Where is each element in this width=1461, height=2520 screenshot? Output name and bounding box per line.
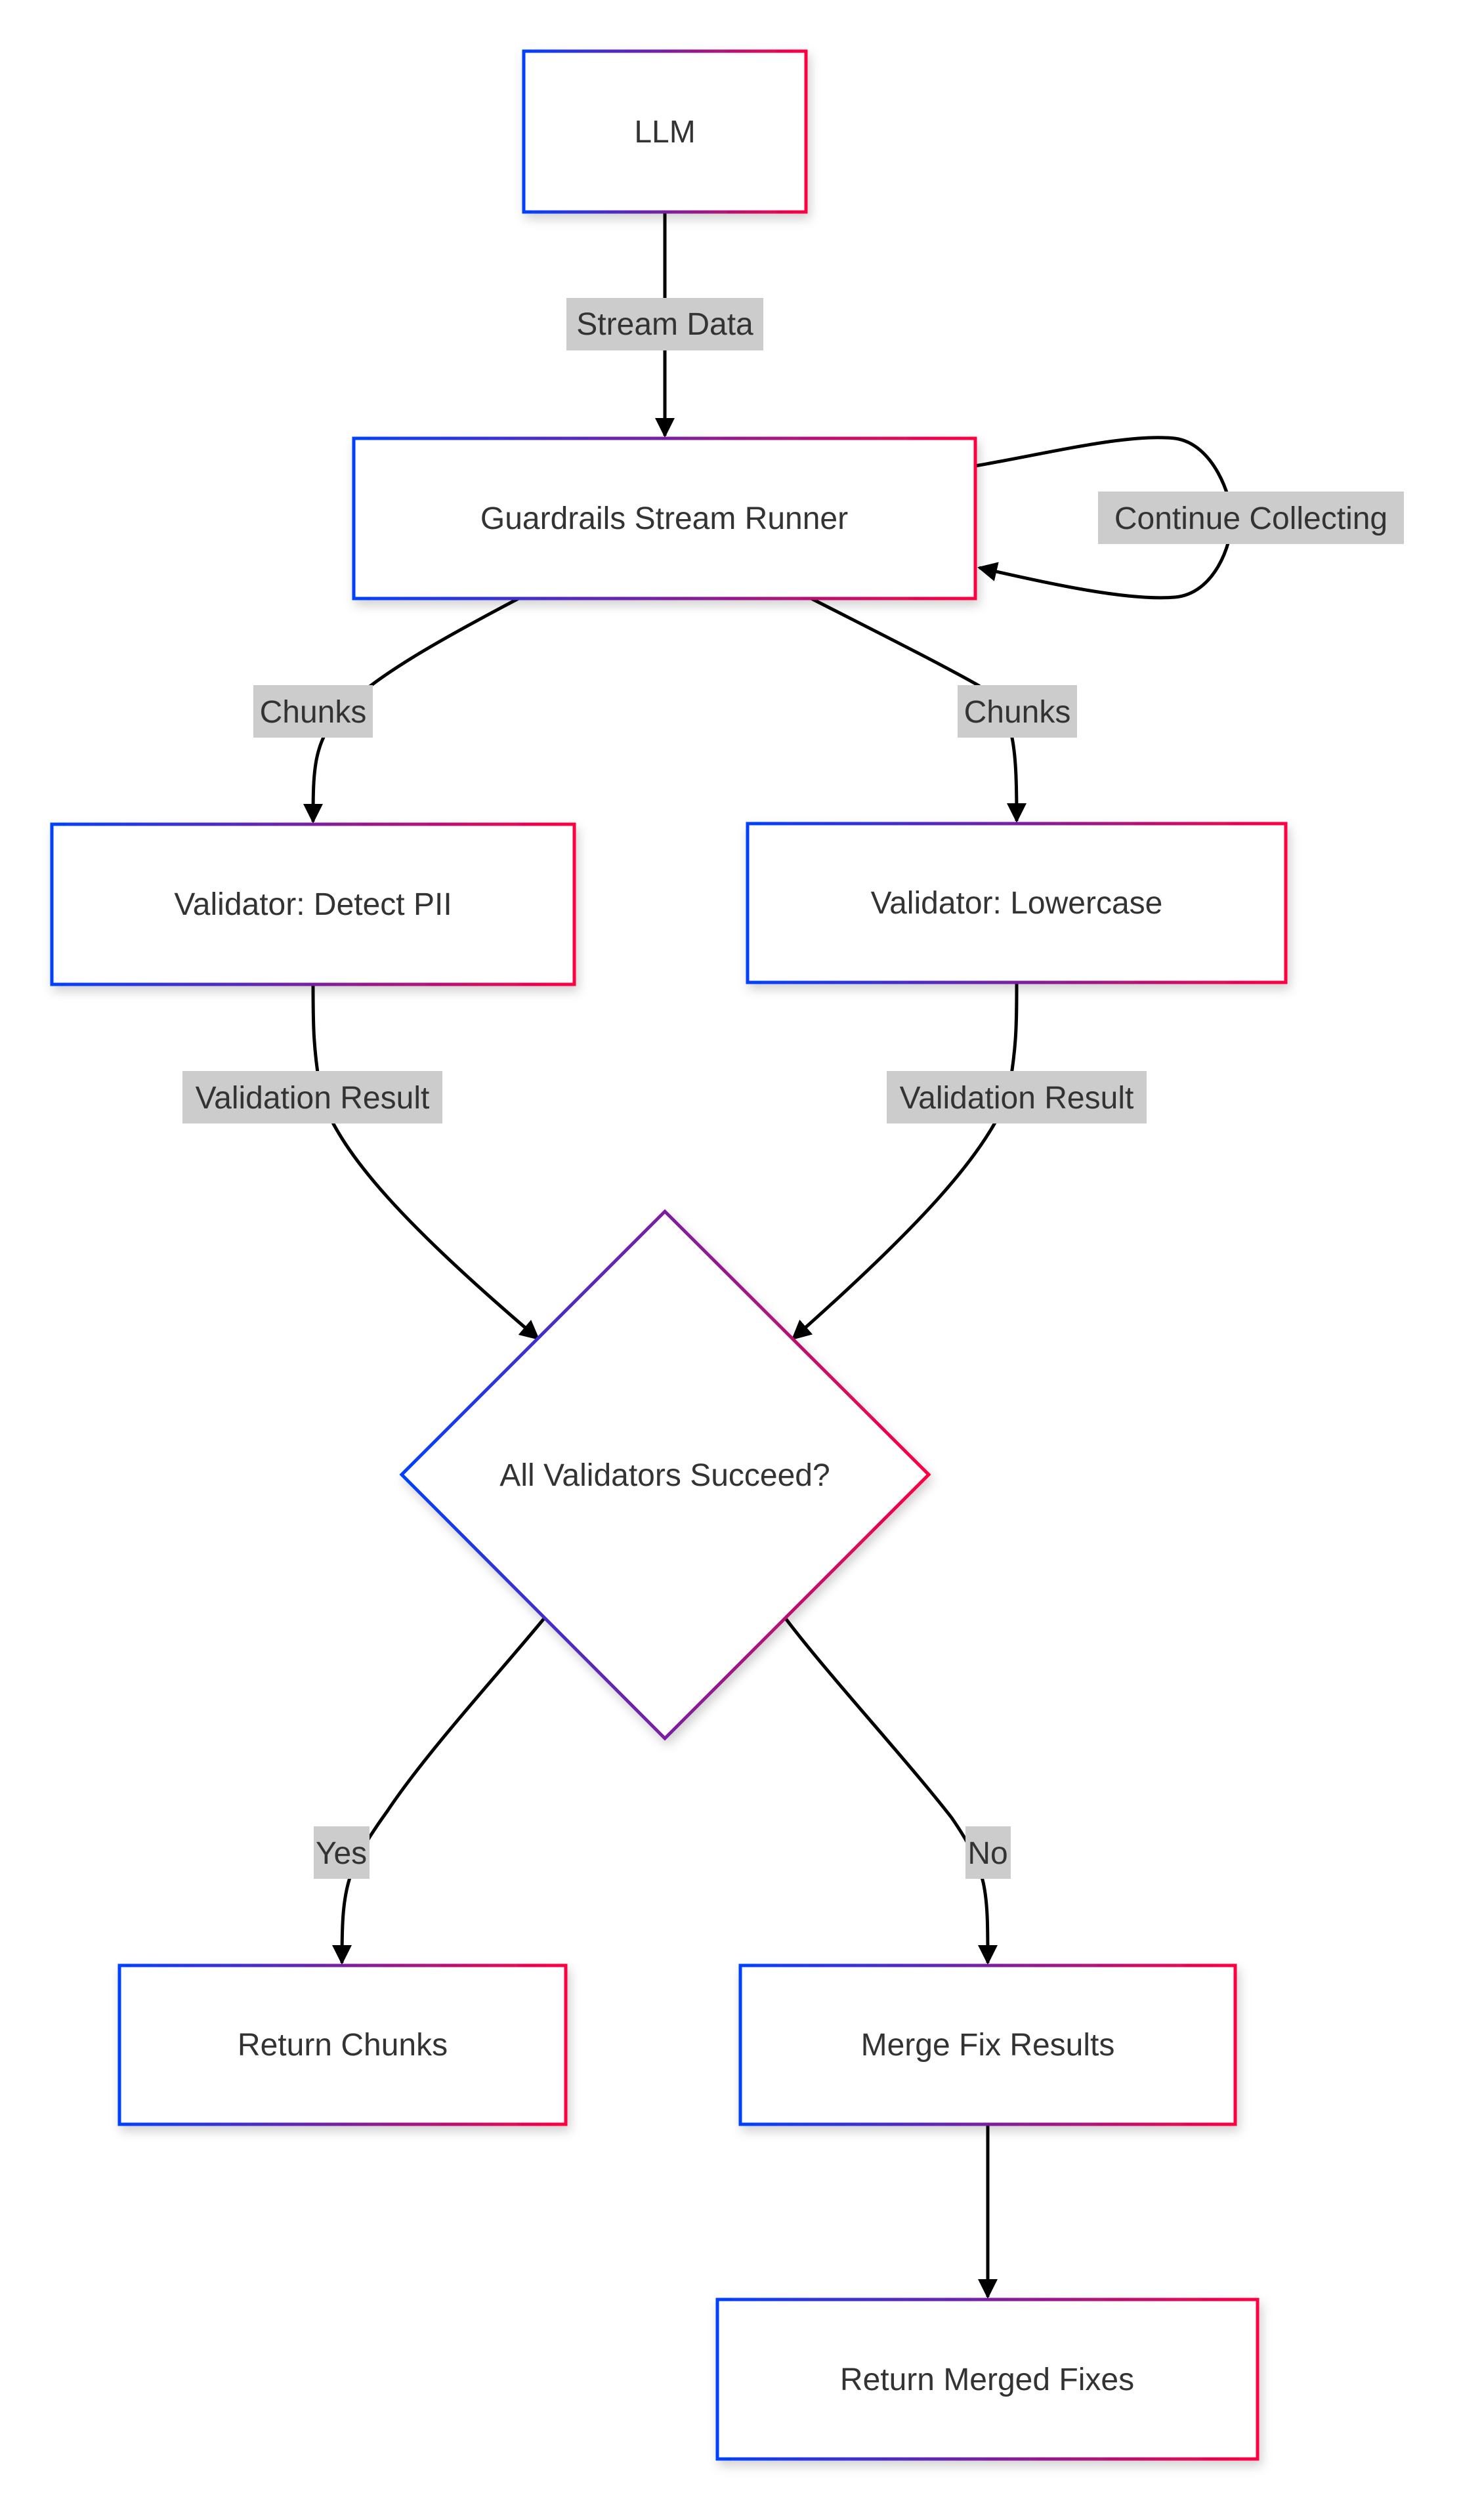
edge-label-yes: Yes <box>314 1826 370 1879</box>
node-return-merged-fixes[interactable]: Return Merged Fixes <box>715 2298 1260 2461</box>
edge-label-text: Validation Result <box>900 1081 1134 1116</box>
node-label: All Validators Succeed? <box>499 1458 830 1493</box>
edge-decision-to-merge[interactable] <box>784 1616 998 1965</box>
node-return-chunks[interactable]: Return Chunks <box>117 1964 568 2126</box>
edge-label-chunks-right: Chunks <box>958 685 1077 738</box>
edge-label-text: Chunks <box>964 695 1071 730</box>
node-label: Return Merged Fixes <box>840 2362 1134 2397</box>
node-label: Validator: Lowercase <box>871 886 1163 921</box>
node-label: Guardrails Stream Runner <box>480 501 848 536</box>
edge-label-text: Chunks <box>260 695 367 730</box>
node-label: Merge Fix Results <box>861 2028 1115 2063</box>
edge-label-text: Yes <box>316 1836 367 1871</box>
edge-label-text: Validation Result <box>196 1081 430 1116</box>
node-decision-all-validators-succeed[interactable]: All Validators Succeed? <box>399 1209 931 1741</box>
node-guardrails-stream-runner[interactable]: Guardrails Stream Runner <box>352 436 977 600</box>
edge-label-validation-result-left: Validation Result <box>182 1071 442 1124</box>
edge-lowercase-to-decision[interactable] <box>791 982 1019 1340</box>
node-validator-detect-pii[interactable]: Validator: Detect PII <box>50 822 576 986</box>
edge-label-continue-collecting: Continue Collecting <box>1098 492 1404 544</box>
edge-label-stream-data: Stream Data <box>566 298 763 350</box>
node-label: Return Chunks <box>238 2028 448 2063</box>
node-llm[interactable]: LLM <box>522 49 808 214</box>
edge-label-no: No <box>965 1826 1011 1879</box>
edge-runner-to-lowercase[interactable] <box>810 597 1027 823</box>
edge-label-text: Continue Collecting <box>1114 501 1387 536</box>
node-merge-fix-results[interactable]: Merge Fix Results <box>738 1964 1237 2126</box>
edge-label-text: No <box>967 1836 1007 1871</box>
edge-label-chunks-left: Chunks <box>253 685 373 738</box>
node-validator-lowercase[interactable]: Validator: Lowercase <box>746 822 1288 984</box>
node-label: Validator: Detect PII <box>174 887 452 922</box>
edge-pii-to-decision[interactable] <box>311 984 540 1340</box>
edge-label-text: Stream Data <box>576 307 753 342</box>
edge-decision-to-return-chunks[interactable] <box>332 1616 546 1965</box>
edge-label-validation-result-right: Validation Result <box>887 1071 1147 1124</box>
node-label: LLM <box>634 115 695 150</box>
edges <box>303 212 1234 2299</box>
